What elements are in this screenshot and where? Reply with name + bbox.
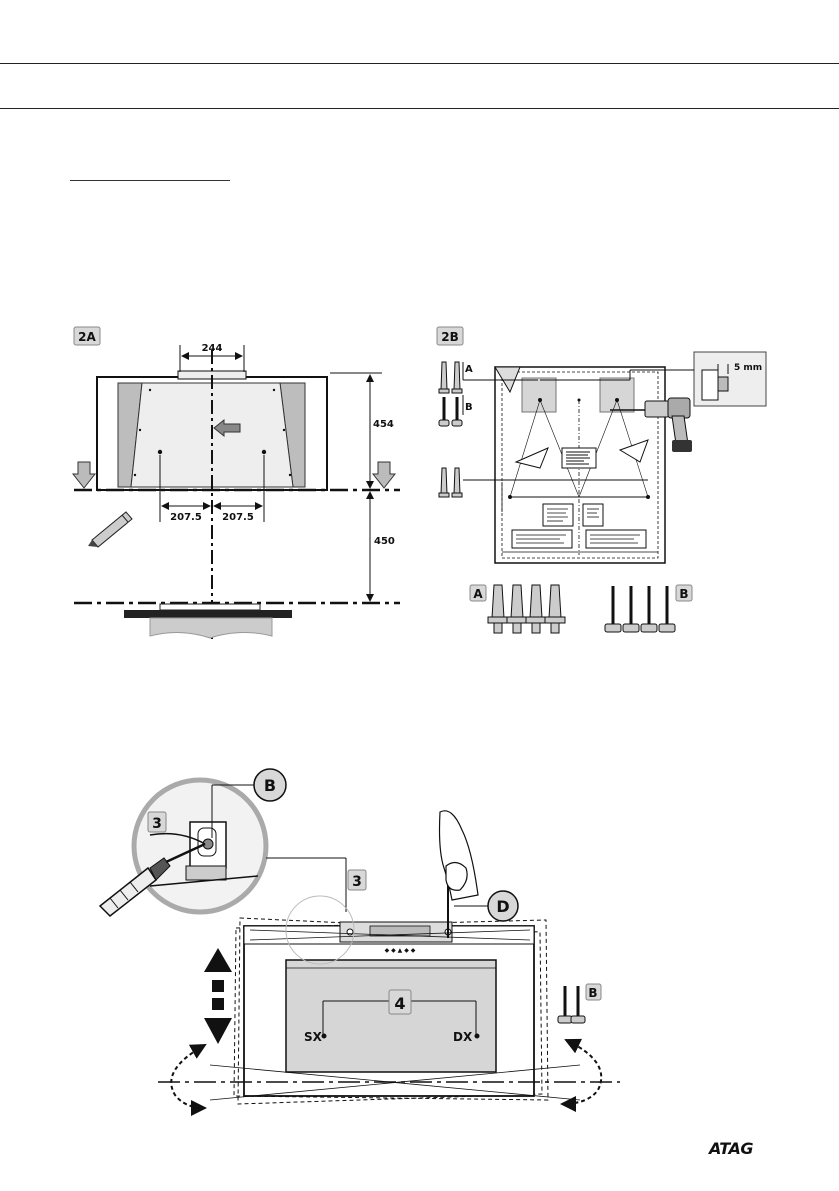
dim-450: 450 <box>374 536 395 547</box>
screws-b-text: B <box>588 986 597 1000</box>
badge-2b-text: 2B <box>441 330 459 344</box>
screw-pair-top <box>439 397 462 426</box>
mounting-screws <box>605 586 675 632</box>
label-sx: SX <box>304 1030 323 1044</box>
badge-2b: 2B <box>437 327 463 345</box>
badge-2a-text: 2A <box>78 330 96 344</box>
bottom-b-text: B <box>679 587 688 601</box>
figure-2b: 2B <box>437 327 766 633</box>
rotate-arrow-right-icon <box>562 1040 601 1104</box>
figure-2a: 2A <box>73 327 400 640</box>
wall-plugs <box>488 585 565 633</box>
drilling-template <box>495 367 665 563</box>
dim-454: 454 <box>373 419 394 430</box>
callout-d-text: D <box>496 897 509 916</box>
down-arrow-left-icon <box>73 462 95 488</box>
pencil-icon <box>88 512 132 547</box>
callout-b-text: B <box>264 776 276 795</box>
step3-inset-badge: 3 <box>148 812 166 832</box>
badge-2a: 2A <box>74 327 100 345</box>
plug-pair-middle <box>439 468 462 497</box>
rotate-arrow-left-icon <box>171 1045 205 1108</box>
bottom-a-text: A <box>473 587 483 601</box>
down-arrow-right-icon <box>373 462 395 488</box>
badge-bottom-b: B <box>676 585 692 601</box>
up-down-arrow-icon <box>204 948 232 1044</box>
hand-with-key-icon <box>440 811 479 938</box>
cooktop <box>124 604 292 638</box>
screws-b-badge: B <box>586 984 601 1000</box>
dim-207-left: 207.5 <box>170 512 202 523</box>
badge-bottom-a: A <box>470 585 486 601</box>
label-a-side: A <box>465 364 473 375</box>
brand-logo: ATAG <box>709 1139 753 1158</box>
callout-5mm-text: 5 mm <box>734 363 762 373</box>
step3-inset-text: 3 <box>152 816 162 832</box>
dim-244: 244 <box>202 343 223 354</box>
svg-text:◆ ◆ ▲ ◆ ◆: ◆ ◆ ▲ ◆ ◆ <box>385 947 416 954</box>
step3-main-badge: 3 <box>348 870 366 890</box>
step4-text: 4 <box>394 994 405 1013</box>
label-b-side: B <box>465 402 473 413</box>
screws-b-icon <box>558 986 585 1023</box>
plug-pair-top <box>439 362 462 393</box>
figure-3-4: B 3 3 ◆ ◆ ▲ <box>100 769 620 1108</box>
dim-207-right: 207.5 <box>222 512 254 523</box>
label-dx: DX <box>453 1030 473 1044</box>
step3-main-text: 3 <box>352 874 362 890</box>
